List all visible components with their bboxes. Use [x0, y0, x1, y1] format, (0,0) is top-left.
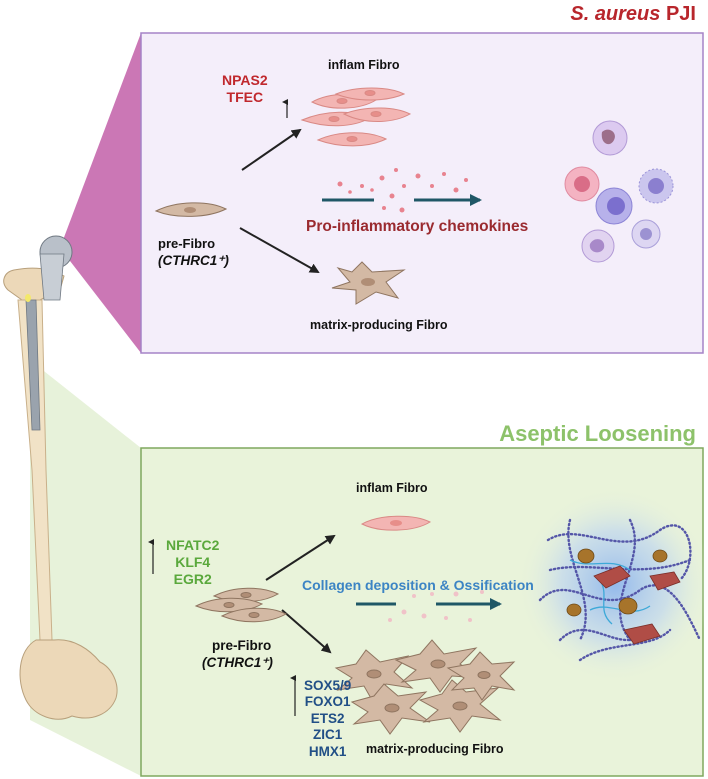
- aseptic-prefibro-label: pre-Fibro: [212, 638, 272, 653]
- immune-cells: [564, 120, 674, 263]
- gene-label: SOX5/9: [304, 678, 352, 693]
- chemokines-label: Pro-inflammatory chemokines: [306, 218, 529, 235]
- gene-label: TFEC: [226, 89, 264, 106]
- pji-inflam-fibro-label: inflam Fibro: [328, 58, 400, 72]
- gene-label: ETS2: [310, 710, 345, 726]
- pji-prefibro-cell: [154, 202, 228, 217]
- pji-upregulated-genes: NPAS2 TFEC: [222, 72, 268, 106]
- pji-title-pathogen: S. aureus: [570, 3, 661, 25]
- gene-label: KLF4: [175, 554, 211, 571]
- pji-inflam-fibro-cells: [300, 87, 412, 147]
- aseptic-matrix-fibro-cells: [334, 639, 516, 735]
- pji-matrix-fibro-label: matrix-producing Fibro: [310, 318, 448, 332]
- collagen-dots: [388, 590, 484, 622]
- pji-matrix-fibro-cell: [331, 261, 406, 305]
- pji-prefibro-label: pre-Fibro: [158, 236, 216, 251]
- aseptic-inflam-fibro-label: inflam Fibro: [356, 481, 428, 495]
- aseptic-upregulated-genes: NFATC2 KLF4 EGR2: [166, 537, 219, 588]
- pji-cthrc1-label: (CTHRC1⁺): [158, 253, 229, 268]
- gene-label: EGR2: [173, 571, 212, 588]
- aseptic-cthrc1-label: (CTHRC1⁺): [202, 655, 273, 670]
- gene-label: NPAS2: [222, 72, 268, 88]
- aseptic-inflam-fibro-cell: [360, 515, 432, 531]
- gene-label: ZIC1: [313, 727, 343, 743]
- arrow-to-matrix-fibro: [239, 227, 320, 273]
- gene-label: NFATC2: [166, 537, 220, 553]
- collagen-ossification-label: Collagen deposition & Ossification: [302, 577, 534, 593]
- pji-zoom-wedge: [60, 33, 141, 353]
- chemokine-dots: [337, 168, 468, 213]
- femur-illustration: [3, 235, 118, 720]
- aseptic-prefibro-cells: [194, 587, 288, 623]
- aseptic-title: Aseptic Loosening: [499, 421, 696, 446]
- pji-title: S. aureus PJI: [570, 3, 696, 26]
- collagen-ossification-network: [517, 487, 708, 683]
- aseptic-matrix-fibro-label: matrix-producing Fibro: [366, 742, 504, 756]
- arrow-to-inflam-fibro: [241, 128, 302, 171]
- gene-label: HMX1: [308, 743, 347, 759]
- arrow-to-inflam-fibro-aseptic: [265, 534, 336, 581]
- pji-title-suffix: PJI: [665, 3, 696, 25]
- matrix-upregulated-genes: SOX5/9 FOXO1 ETS2 ZIC1 HMX1: [304, 678, 351, 760]
- gene-label: FOXO1: [304, 694, 351, 710]
- arrow-to-matrix-fibro-aseptic: [281, 609, 332, 654]
